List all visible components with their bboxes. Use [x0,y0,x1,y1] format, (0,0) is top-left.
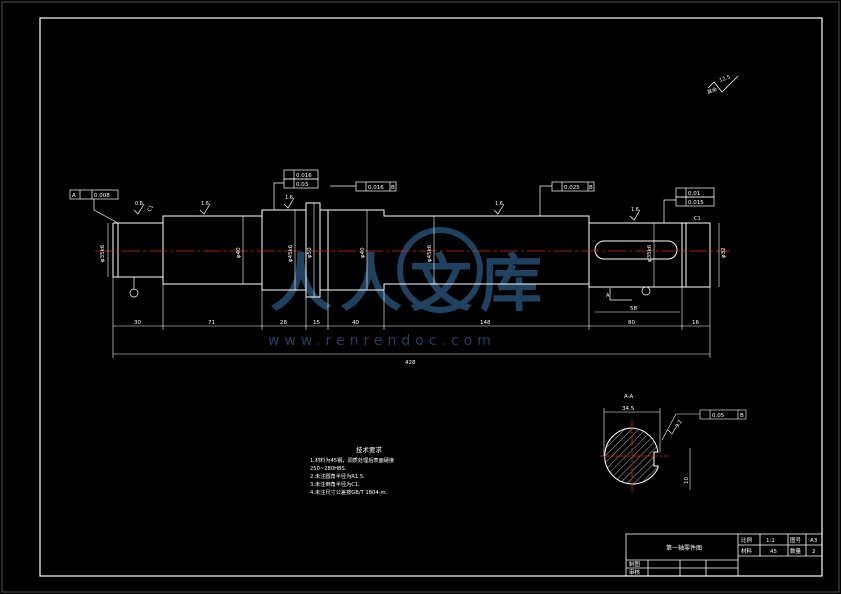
rough-4: 1.6 [495,201,503,207]
tolerance-frame-2 [273,169,319,210]
diameter-2: φ40 [236,247,242,258]
tb-part-name: 第一轴零件图 [666,544,702,552]
tol-6-value: 0.01 [688,191,700,197]
dim-7: 80 [628,320,635,326]
dim-6: 148 [480,320,491,326]
tb-material-value: 45 [770,549,777,555]
tech-heading: 技术要求 [356,445,383,454]
diameter-6: φ45k6 [427,244,433,262]
tol-5-datum: B [589,185,593,191]
rough-1: 0.8 [135,201,143,207]
tech-line-5: 4.未注尺寸公差按GB/T 1804-m. [310,488,388,496]
dim-keyway: 58 [630,306,637,312]
section-label: A-A [624,394,634,400]
tb-drawing-no-label: 图号 [790,536,802,544]
tol-4-datum: B [391,185,395,191]
tech-line-3: 2.未注圆角半径为R1.5, [310,472,365,480]
section-tol-value: 0.05 [712,413,725,419]
dim-total: 428 [405,360,416,366]
title-block [625,533,823,577]
dim-3: 28 [280,320,287,326]
dim-2: 71 [208,320,215,326]
section-marker: A [606,293,610,299]
tol-1-value: 0.008 [94,193,110,199]
tech-line-2: 250~280HBS. [310,466,347,472]
tb-material-label: 材料 [741,547,753,555]
tolerance-frame-1 [69,189,119,224]
roughness-marks [133,197,641,221]
rough-2: 1.6 [201,201,209,207]
diameter-8: φ32 [721,247,727,258]
roughness-note-value: 12.5 [719,74,732,83]
dim-5: 40 [352,320,359,326]
datum-symbols [129,277,651,301]
tb-checked-label: 审核 [629,568,641,576]
dimension-lines [112,277,711,358]
section-rough: 3.2 [675,419,684,429]
rough-3: 1.6 [285,195,293,201]
tb-quantity-value: 2 [812,549,816,555]
diameter-labels [107,203,720,297]
tol-7-value: 0.015 [688,200,704,206]
tolerance-frame-3 [330,181,397,192]
tb-drawing-no-value: A3 [810,538,818,544]
tolerance-frame-4 [539,181,595,216]
tb-quantity-label: 数量 [790,547,802,555]
section-shape [604,427,659,485]
dim-4: 15 [313,320,320,326]
tech-requirements: 技术要求 1.材料为45钢，调质处理后表面硬度 250~280HBS. 2.未注… [310,445,394,496]
diameter-1: φ35k6 [100,244,106,262]
chamfer-left: C1 [147,204,156,213]
section-tol-datum: B [740,413,744,419]
dim-1: 30 [134,320,141,326]
tolerance-frame-5 [663,187,715,223]
section-dim-width: 34.5 [622,406,635,412]
diameter-5: φ40 [360,247,366,258]
diameter-7: φ35k6 [647,244,653,262]
tol-4-value: 0.016 [368,185,384,191]
tb-drawn-label: 制图 [629,560,641,568]
tol-3-value: 0.03 [296,182,309,188]
dim-8: 16 [692,320,699,326]
tech-line-4: 3.未注倒角半径为C1, [310,480,360,488]
tech-line-1: 1.材料为45钢，调质处理后表面硬度 [310,456,394,464]
rough-5: 1.6 [631,207,639,213]
section-dim-slot: 10 [684,477,690,484]
inner-border [39,17,823,577]
shaft-outline [112,202,711,298]
watermark-url: www.renrendoc.com [268,333,496,349]
tol-1-datum: A [72,193,76,199]
diameter-3: φ45k6 [288,244,294,262]
tol-5-value: 0.025 [564,185,580,191]
roughness-note: 12.5 其余 [706,74,739,96]
tb-scale-value: 1:1 [766,538,775,544]
roughness-note-text: 其余 [706,86,718,96]
chamfer-right: C1 [694,216,701,222]
diameter-4: φ50 [307,247,313,258]
section-view: A-A 34.5 10 0.05 B 3.2 [600,394,747,492]
watermark-logo-circle [397,227,483,313]
tb-scale-label: 比例 [741,536,753,544]
tol-2-value: 0.016 [296,173,312,179]
